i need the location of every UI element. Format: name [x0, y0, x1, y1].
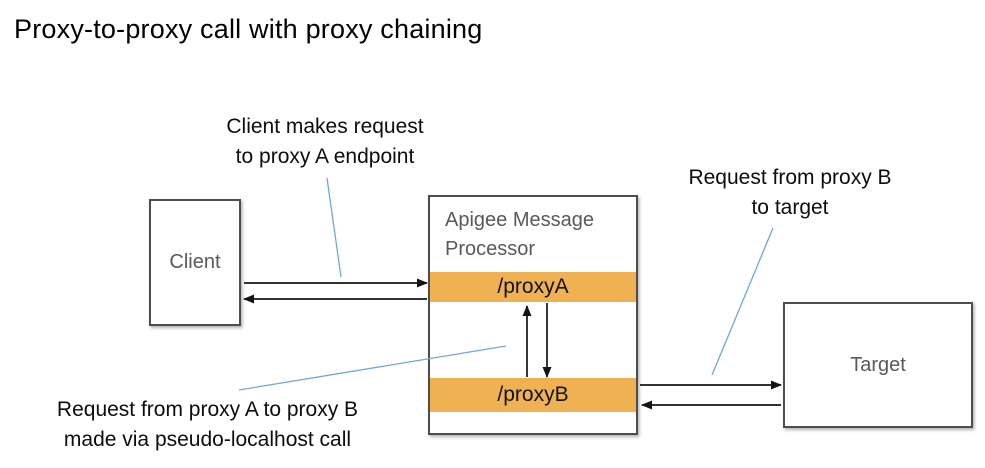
annotation-line: to proxy A endpoint [235, 145, 415, 168]
leader-line-proxyb-to-target [711, 227, 774, 376]
proxyb-endpoint-bar: /proxyB [430, 378, 636, 412]
annotation-proxya-to-proxyb: Request from proxy A to proxy B made via… [5, 395, 410, 455]
leader-line-client-request [326, 177, 342, 278]
annotation-line: made via pseudo-localhost call [63, 428, 352, 451]
target-label: Target [850, 353, 906, 376]
page-title: Proxy-to-proxy call with proxy chaining [14, 14, 483, 44]
annotation-line: to target [751, 196, 829, 219]
message-processor-title: Apigee Message Processor [445, 209, 594, 260]
client-box: Client [149, 199, 241, 326]
annotation-client-request: Client makes request to proxy A endpoint [175, 112, 475, 172]
annotation-line: Client makes request [226, 115, 424, 138]
proxya-endpoint-bar: /proxyA [430, 272, 636, 302]
message-processor-box: Apigee Message Processor /proxyA /proxyB [428, 195, 638, 435]
target-box: Target [783, 302, 973, 428]
proxyb-label: /proxyB [497, 383, 569, 406]
proxya-label: /proxyA [497, 275, 569, 298]
annotation-line: Request from proxy B [688, 166, 892, 189]
annotation-proxyb-to-target: Request from proxy B to target [640, 163, 940, 223]
annotation-line: Request from proxy A to proxy B [56, 398, 359, 421]
client-label: Client [169, 251, 221, 273]
